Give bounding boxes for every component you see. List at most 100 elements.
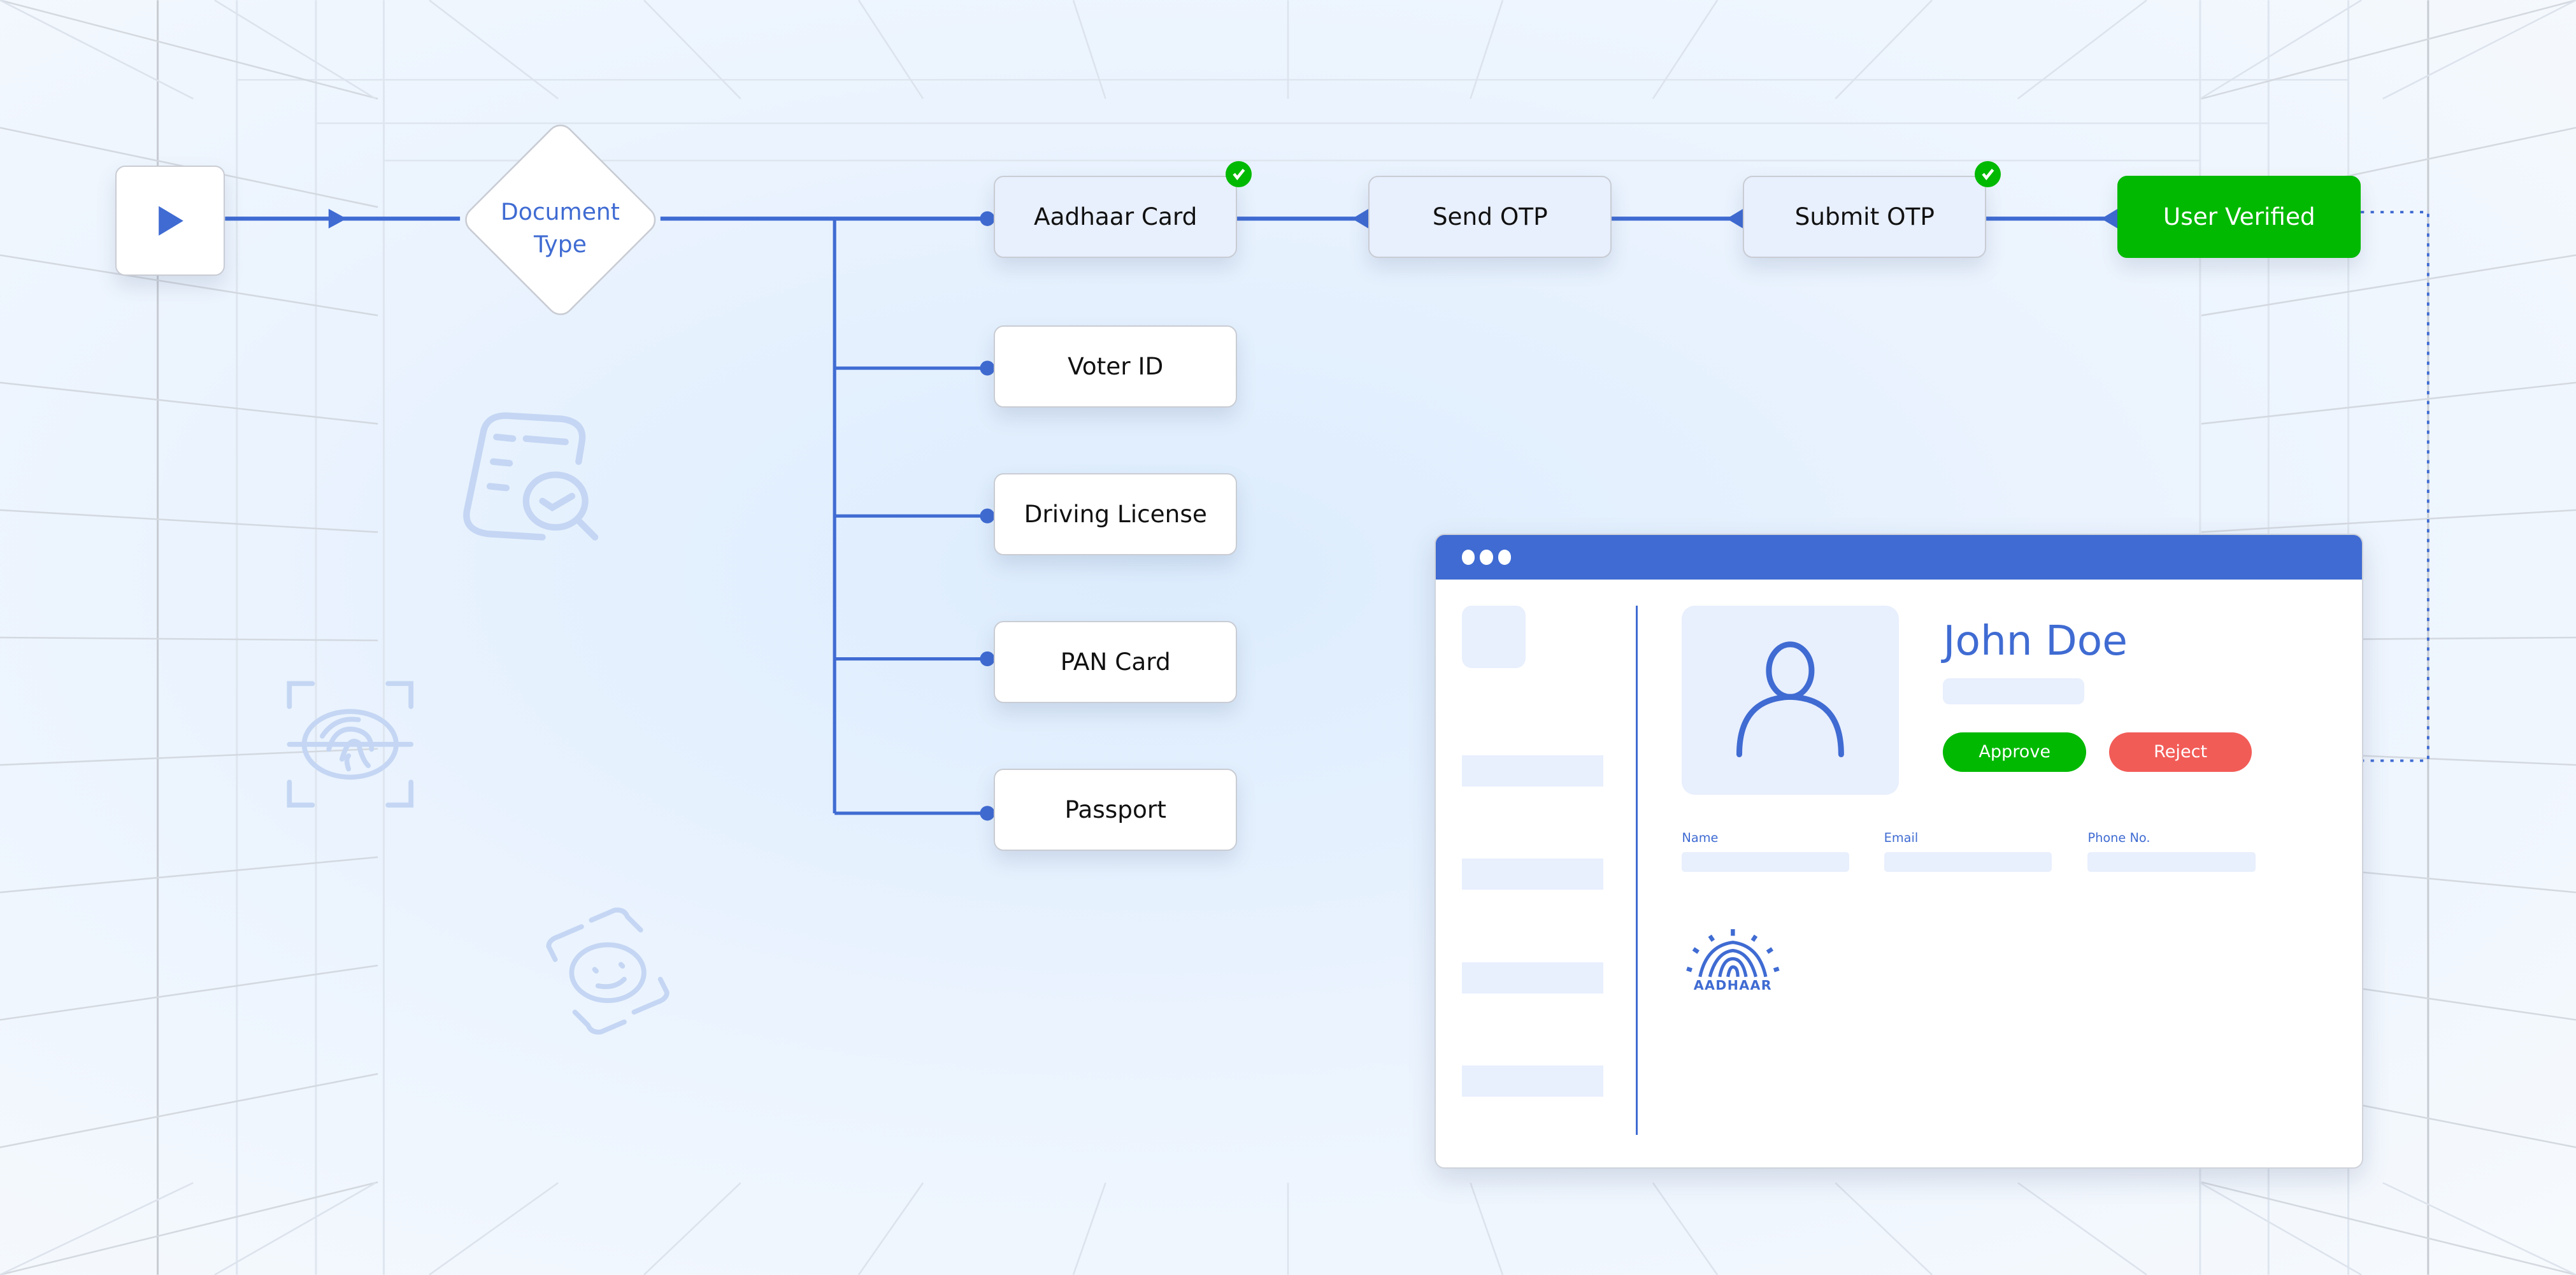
step-send-otp[interactable]: Send OTP: [1368, 175, 1612, 258]
grid-line: [2201, 254, 2576, 317]
start-node[interactable]: [115, 166, 225, 276]
grid-line: [1652, 1182, 1719, 1275]
grid-line: [1072, 0, 1106, 99]
reject-button[interactable]: Reject: [2108, 732, 2252, 772]
grid-line: [2382, 0, 2576, 100]
grid-line: [857, 1182, 924, 1275]
grid-line: [0, 856, 378, 894]
step-submit-otp[interactable]: Submit OTP: [1743, 175, 1987, 258]
grid-line: [0, 1181, 378, 1275]
decision-label-line1: Document: [500, 197, 620, 225]
fingerprint-scan-icon: [287, 681, 413, 808]
sidebar-item-placeholder[interactable]: [1461, 1065, 1603, 1097]
sidebar-item-placeholder[interactable]: [1461, 858, 1603, 890]
grid-line: [214, 1182, 376, 1275]
profile-photo: [1682, 606, 1899, 795]
grid-line: [0, 0, 378, 100]
dotted-connector-verified-card: [2361, 211, 2429, 762]
grid-line: [0, 748, 378, 766]
profile-card-window: John Doe Approve Reject Name Email Phone…: [1434, 534, 2364, 1169]
grid-line: [0, 1072, 378, 1148]
grid-line: [0, 254, 378, 317]
email-field-label: Email: [1884, 830, 1919, 846]
grid-line: [857, 0, 924, 99]
arrow-icon: [1352, 208, 1369, 229]
grid-line: [0, 636, 378, 641]
doc-node-label: Aadhaar Card: [1034, 203, 1198, 231]
grid-line: [643, 1182, 741, 1275]
grid-line: [0, 381, 378, 425]
grid-line: [2201, 0, 2576, 100]
grid-line: [2017, 0, 2147, 100]
grid-line: [214, 0, 376, 100]
grid-line: [2200, 1182, 2362, 1275]
aadhaar-logo: AADHAAR: [1682, 929, 1784, 993]
grid-line: [2201, 1181, 2576, 1275]
grid-line: [1652, 0, 1719, 99]
user-icon: [1736, 641, 1845, 758]
grid-line: [2201, 381, 2576, 425]
decision-label: Document Type: [460, 196, 661, 261]
name-field[interactable]: [1682, 851, 1850, 872]
grid-line: [1072, 1182, 1106, 1275]
grid-line: [2382, 1182, 2576, 1275]
grid-line: [0, 509, 378, 533]
grid-line: [1470, 1182, 1504, 1275]
arrow-icon: [1726, 208, 1743, 229]
doc-node-driving-license[interactable]: Driving License: [994, 473, 1238, 555]
window-dot-icon: [1480, 550, 1493, 565]
doc-node-label: Passport: [1064, 795, 1166, 824]
grid-line: [1470, 0, 1504, 99]
sidebar-item-placeholder[interactable]: [1461, 962, 1603, 994]
connector-dot: [980, 508, 995, 524]
window-dot-icon: [1461, 550, 1475, 565]
decision-diamond[interactable]: [450, 111, 671, 328]
decision-label-line2: Type: [534, 231, 587, 259]
doc-node-pan-card[interactable]: PAN Card: [994, 620, 1238, 703]
grid-line: [429, 1182, 559, 1275]
grid-line: [429, 0, 559, 100]
connector-dot: [980, 651, 995, 667]
grid-line: [2200, 0, 2362, 100]
doc-node-voter-id[interactable]: Voter ID: [994, 325, 1238, 408]
grid-line: [2017, 1182, 2147, 1275]
grid-line: [0, 1182, 194, 1275]
face-scan-icon: [546, 907, 669, 1034]
doc-node-aadhaar[interactable]: Aadhaar Card: [994, 175, 1238, 258]
grid-line: [2201, 509, 2576, 533]
approve-button[interactable]: Approve: [1943, 732, 2086, 772]
arrow-icon: [2101, 208, 2118, 229]
window-dot-icon: [1498, 550, 1512, 565]
subtitle-placeholder: [1943, 678, 2085, 704]
step-label: Submit OTP: [1794, 203, 1935, 231]
grid-line: [0, 0, 194, 100]
doc-node-label: PAN Card: [1060, 648, 1171, 676]
window-titlebar: [1435, 535, 2363, 580]
check-icon: [1975, 160, 2001, 187]
doc-node-label: Voter ID: [1068, 352, 1164, 381]
aadhaar-logo-text: AADHAAR: [1693, 978, 1772, 994]
profile-name: John Doe: [1943, 617, 2128, 666]
doc-node-passport[interactable]: Passport: [994, 769, 1238, 851]
play-icon: [158, 206, 183, 236]
sidebar-avatar-placeholder: [1461, 606, 1526, 669]
email-field[interactable]: [1884, 851, 2052, 872]
arrow-icon: [328, 208, 347, 229]
connector-dot: [980, 360, 995, 376]
document-search-icon: [462, 412, 598, 541]
phone-field-label: Phone No.: [2087, 830, 2150, 846]
phone-field[interactable]: [2087, 851, 2256, 872]
connector-dot: [980, 806, 995, 821]
sidebar-item-placeholder[interactable]: [1461, 755, 1603, 787]
aadhaar-fingerprint-sun-icon: [1686, 929, 1780, 978]
grid-line: [1835, 0, 1933, 99]
name-field-label: Name: [1682, 830, 1719, 846]
connector-dot: [980, 211, 995, 226]
grid-line: [643, 0, 741, 99]
check-icon: [1226, 160, 1252, 187]
step-label: Send OTP: [1432, 203, 1548, 231]
step-user-verified[interactable]: User Verified: [2117, 175, 2361, 258]
sidebar-divider: [1636, 606, 1638, 1135]
